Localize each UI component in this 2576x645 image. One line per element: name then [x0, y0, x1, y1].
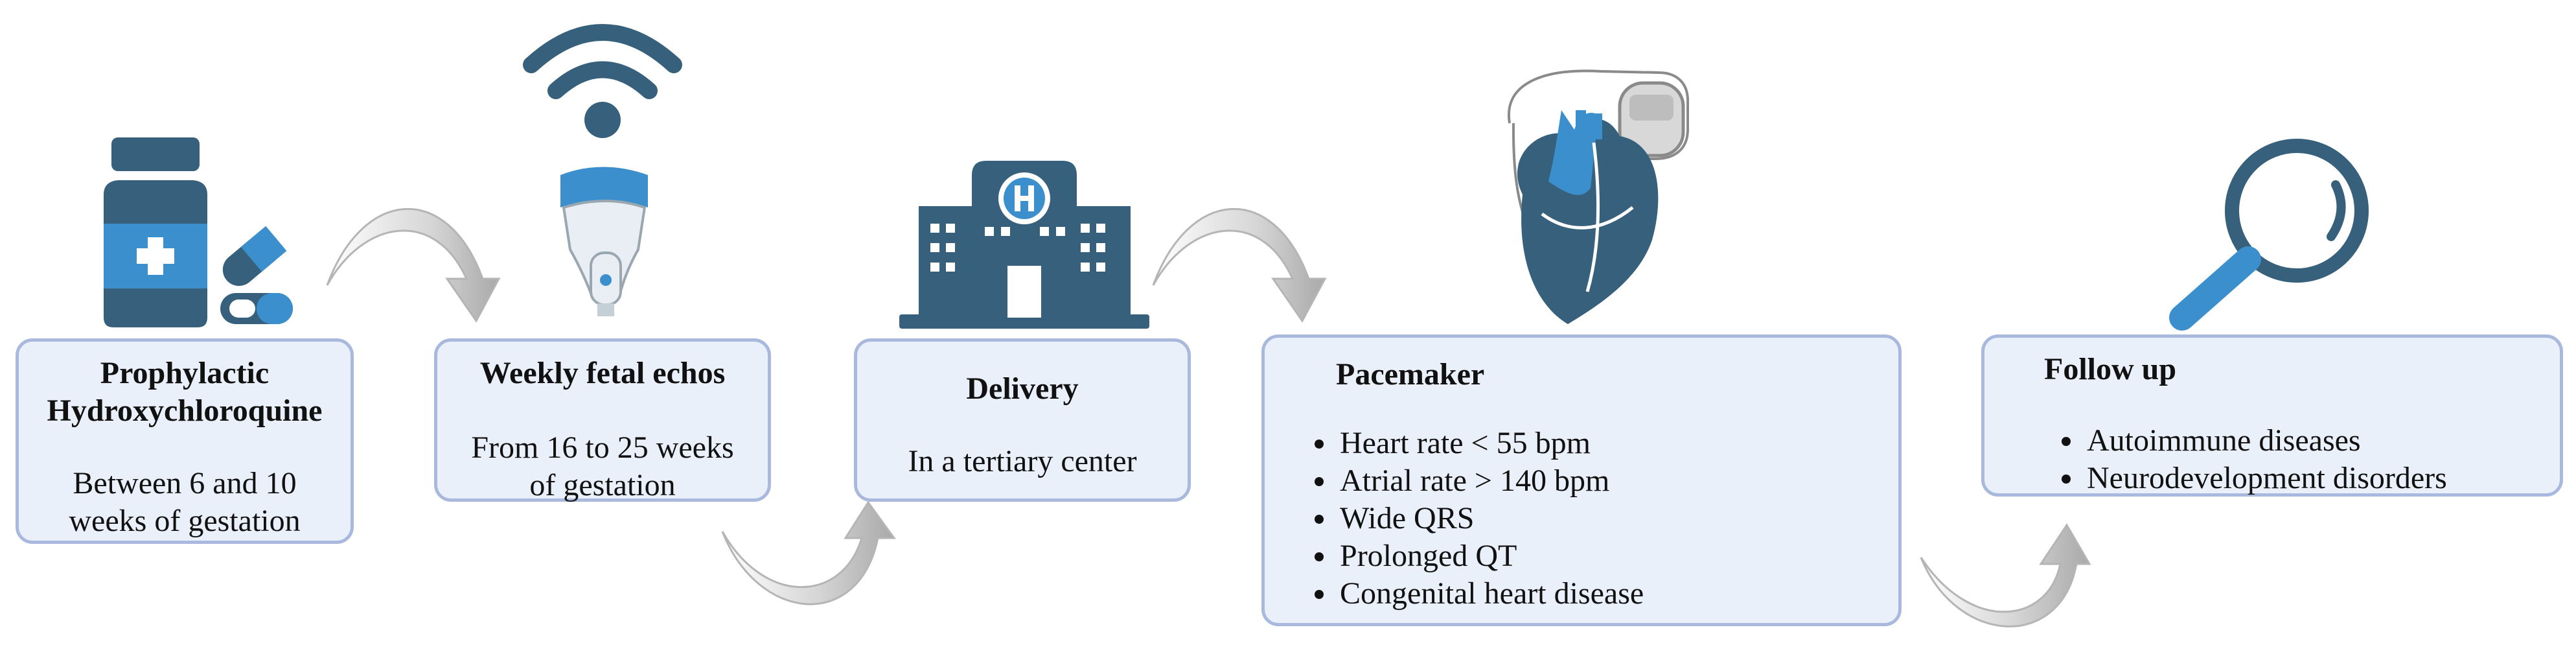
step-title-pacemaker: Pacemaker	[1336, 357, 1485, 392]
list-item: Atrial rate > 140 bpm	[1337, 462, 1644, 500]
list-item: Heart rate < 55 bpm	[1337, 425, 1644, 462]
pacemaker-criteria-list: Heart rate < 55 bpm Atrial rate > 140 bp…	[1296, 425, 1644, 613]
step-box-hydroxychloroquine: Prophylactic Hydroxychloroquine Between …	[16, 338, 354, 544]
pill-capsules-icon	[220, 226, 293, 324]
step-detail-delivery: In a tertiary center	[908, 444, 1137, 478]
step-title-hydroxychloroquine: Prophylactic Hydroxychloroquine	[47, 356, 323, 428]
step-box-pacemaker: Pacemaker Heart rate < 55 bpm Atrial rat…	[1261, 334, 1902, 626]
hospital-building-icon	[899, 161, 1149, 329]
step-title-fetal-echos: Weekly fetal echos	[479, 356, 726, 390]
curved-arrow-down-1	[326, 208, 501, 323]
medicine-bottle-icon	[104, 137, 207, 327]
list-item: Autoimmune diseases	[2084, 422, 2447, 460]
step-title-follow-up: Follow up	[2044, 352, 2177, 386]
list-item: Congenital heart disease	[1337, 575, 1644, 613]
step-title-delivery: Delivery	[966, 371, 1079, 406]
step-box-delivery: Delivery In a tertiary center	[854, 338, 1191, 502]
follow-up-list: Autoimmune diseases Neurodevelopment dis…	[2043, 422, 2447, 497]
step-box-follow-up: Follow up Autoimmune diseases Neurodevel…	[1981, 334, 2563, 497]
heart-pacemaker-icon	[1507, 69, 1689, 324]
ultrasound-probe-icon	[560, 167, 648, 316]
step-box-fetal-echos: Weekly fetal echos From 16 to 25 weeks o…	[434, 338, 771, 502]
step-detail-fetal-echos: From 16 to 25 weeks of gestation	[471, 430, 734, 502]
list-item: Neurodevelopment disorders	[2084, 460, 2447, 497]
curved-arrow-up-1	[721, 500, 896, 605]
wifi-signal-icon	[523, 24, 682, 138]
curved-arrow-down-2	[1152, 208, 1327, 323]
list-item: Prolonged QT	[1337, 537, 1644, 575]
curved-arrow-up-2	[1920, 523, 2091, 627]
magnifying-glass-icon	[2169, 139, 2369, 331]
list-item: Wide QRS	[1337, 500, 1644, 537]
step-detail-hydroxychloroquine: Between 6 and 10 weeks of gestation	[69, 466, 301, 538]
